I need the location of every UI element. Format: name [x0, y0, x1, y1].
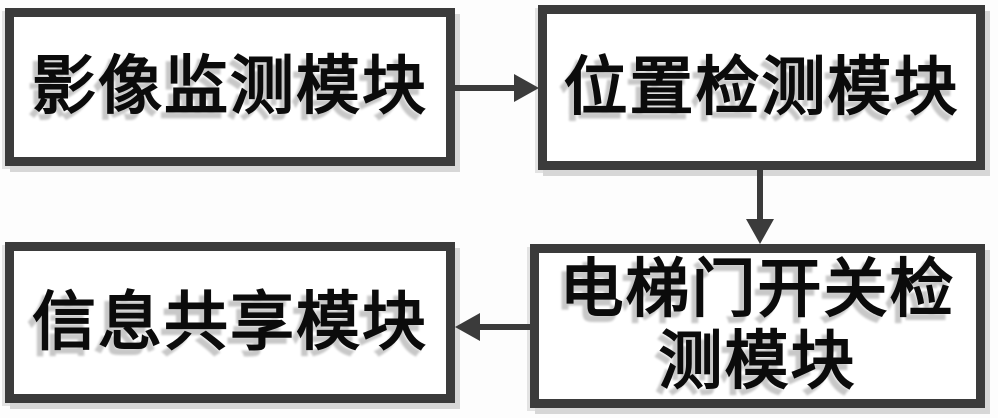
arrow-right-icon [514, 74, 539, 102]
node-position-detection-module: 位置检测模块 [538, 5, 985, 170]
arrow-down-icon [746, 219, 774, 244]
arrow-line [477, 324, 532, 330]
arrow-line [757, 167, 763, 223]
node-label: 影像监测模块 [32, 51, 428, 123]
node-image-monitoring-module: 影像监测模块 [5, 8, 455, 166]
node-elevator-door-switch-detection-module: 电梯门开关检测模块 [530, 244, 985, 408]
arrow-left-icon [455, 313, 480, 341]
node-label: 信息共享模块 [32, 286, 428, 358]
node-label: 电梯门开关检测模块 [559, 254, 956, 397]
arrow-line [453, 85, 517, 91]
node-information-sharing-module: 信息共享模块 [5, 242, 455, 403]
node-label: 位置检测模块 [563, 51, 960, 123]
